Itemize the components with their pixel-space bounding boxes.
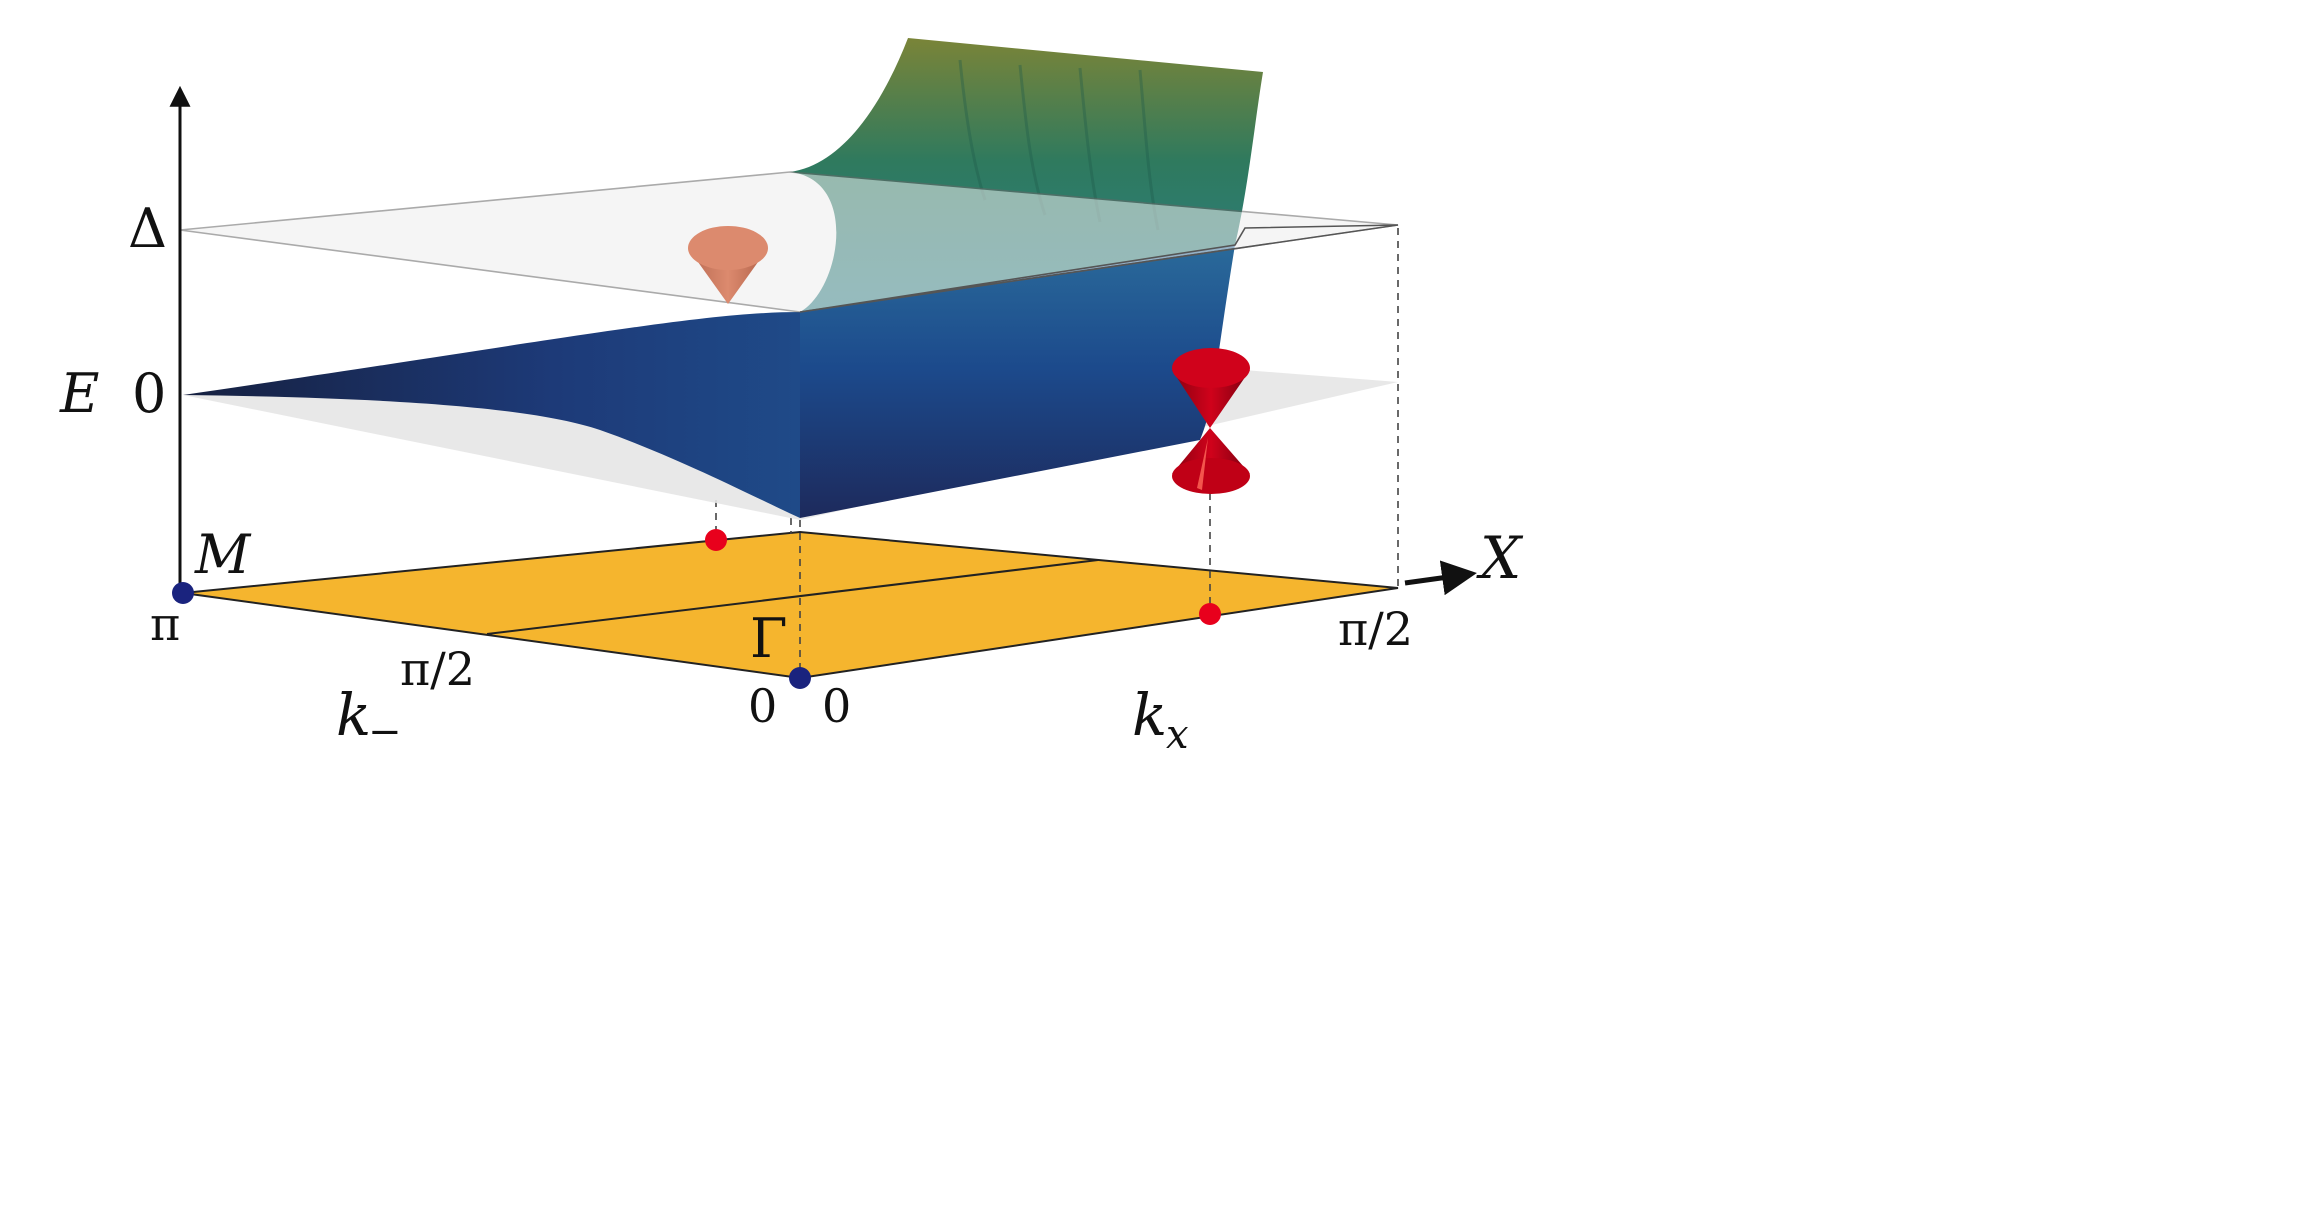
kx-axis-label: k x [1132,681,1189,758]
svg-text:x: x [1166,712,1189,758]
gamma-label: Γ [750,607,787,670]
svg-text:k: k [1132,681,1167,749]
zero-energy-label: 0 [132,362,166,425]
gap-label: Δ [128,197,167,260]
m-point [172,582,194,604]
kx-tick-zero: 0 [822,679,851,733]
orange-cone [688,226,768,304]
x-label: X [1476,524,1524,592]
kminus-tick-half-pi: π/2 [400,642,475,696]
brillouin-zone-plane [182,530,1399,680]
x-direction-arrow [1404,560,1477,596]
kx-tick-half-pi: π/2 [1338,602,1413,656]
energy-axis-label: E [59,362,99,425]
svg-text:−: − [368,709,402,755]
kminus-axis-label: k − [336,681,402,755]
gamma-point [789,667,811,689]
svg-text:k: k [336,681,371,749]
node-point-left [705,529,727,551]
red-dirac-cone [1172,348,1250,494]
kminus-tick-zero: 0 [748,679,777,733]
m-label: M [194,523,252,586]
node-point-right [1199,603,1221,625]
kminus-tick-pi: π [150,597,180,651]
